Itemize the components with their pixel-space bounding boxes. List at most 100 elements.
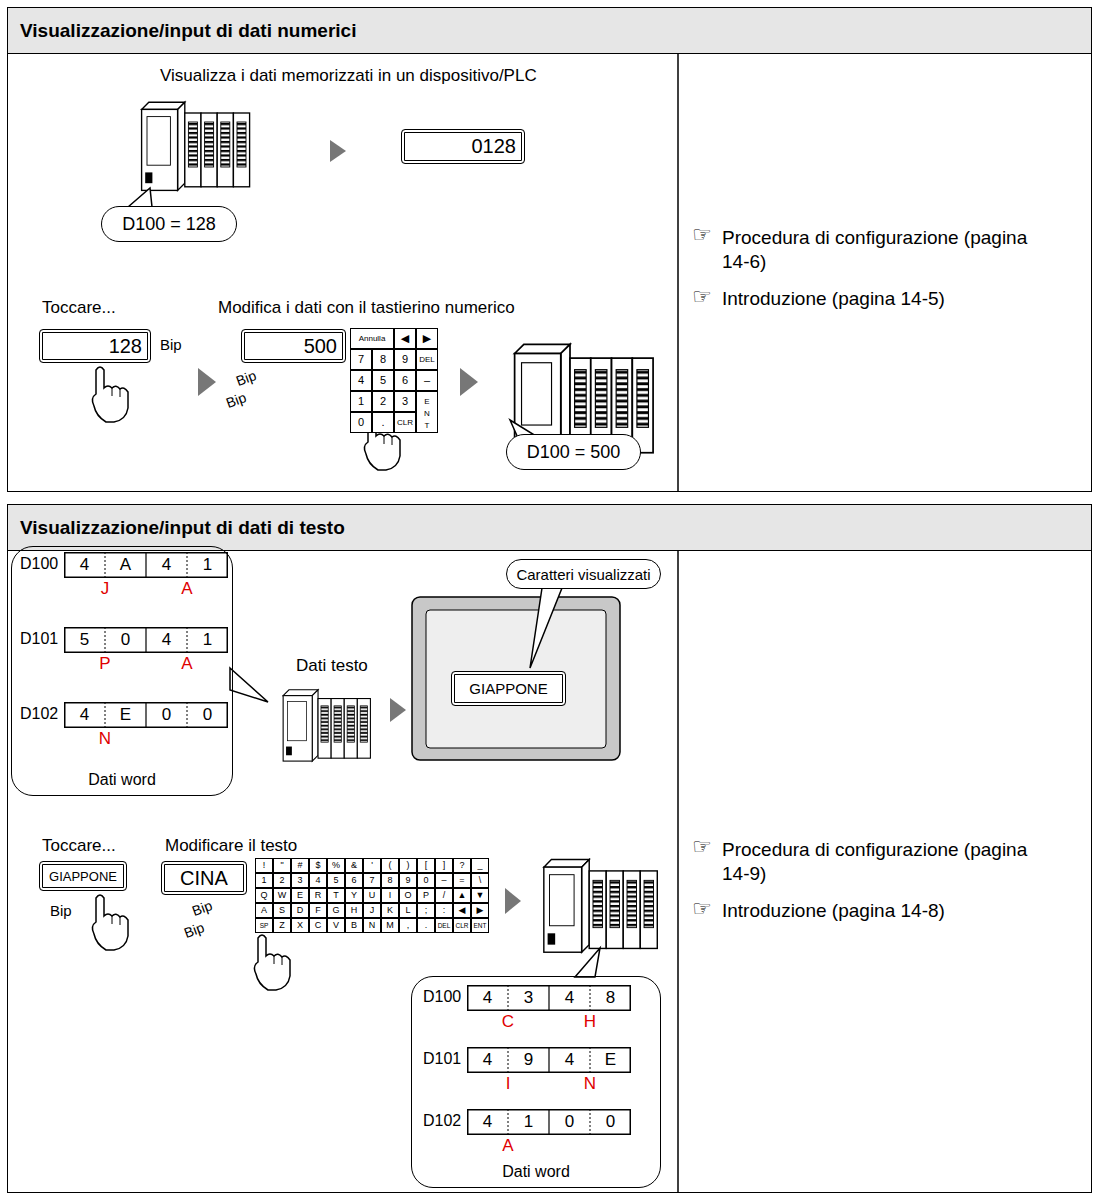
register-digit: 4: [467, 1047, 508, 1073]
keyboard-key: 6: [345, 873, 363, 888]
register-digit: 4: [64, 552, 105, 578]
beep-label: Bip: [224, 389, 248, 411]
reference-icon: ☞: [692, 834, 712, 860]
reference-link: Procedura di configurazione (pagina 14-6…: [722, 226, 1052, 274]
keyboard-key: X: [291, 918, 309, 933]
ascii-letter: A: [167, 654, 207, 674]
register-digit: 4: [146, 552, 187, 578]
keyboard-key: L: [399, 903, 417, 918]
keyboard-key: 5: [327, 873, 345, 888]
keyboard-key: %: [327, 858, 345, 873]
node-text: 500: [304, 335, 337, 358]
data-display-box: 0128: [401, 129, 525, 164]
keyboard-key: E: [291, 888, 309, 903]
beep-label: Bip: [234, 367, 258, 389]
keyboard-key: F: [309, 903, 327, 918]
register-name: D100: [20, 555, 58, 573]
keyboard-key: ▲: [453, 888, 471, 903]
register-digit: 4: [549, 1047, 590, 1073]
keyboard-key: SP: [255, 918, 273, 933]
keypad-key: ENT: [416, 391, 438, 433]
node-text: D100 = 128: [122, 214, 216, 235]
keyboard-key: ): [399, 858, 417, 873]
register-name: D102: [423, 1112, 461, 1130]
panel-heading: Visualizzazione/input di dati numerici: [8, 8, 1091, 54]
keyboard-key: (: [381, 858, 399, 873]
beep-label: Bip: [190, 897, 214, 919]
text-label: Modificare il testo: [165, 836, 297, 856]
data-display-box: 128: [39, 329, 151, 363]
ascii-letter: A: [488, 1136, 528, 1156]
keyboard-key: _: [471, 858, 489, 873]
register-digit: 4: [146, 627, 187, 653]
keyboard-key: $: [309, 858, 327, 873]
keyboard-key: S: [273, 903, 291, 918]
node-text: 0128: [472, 135, 517, 158]
keyboard-key: A: [255, 903, 273, 918]
register-name: D101: [423, 1050, 461, 1068]
keyboard-key: ▶: [471, 903, 489, 918]
keyboard-key: J: [363, 903, 381, 918]
keyboard-key: V: [327, 918, 345, 933]
keyboard-key: T: [327, 888, 345, 903]
keyboard-key: ;: [417, 903, 435, 918]
keyboard-key: H: [345, 903, 363, 918]
keypad-key: 5: [372, 370, 394, 391]
keyboard-key: ]: [435, 858, 453, 873]
keyboard-key: 1: [255, 873, 273, 888]
ascii-letter: J: [85, 579, 125, 599]
keyboard-key: /: [435, 888, 453, 903]
keypad-key: 3: [394, 391, 416, 412]
register-digit: 4: [467, 1109, 508, 1135]
register-digit: 1: [187, 552, 228, 578]
beep-label: Bip: [160, 336, 182, 353]
text-label: Toccare...: [42, 836, 116, 856]
keypad-key: ▶: [416, 328, 438, 349]
reference-link: Introduzione (pagina 14-8): [722, 900, 945, 922]
reference-icon: ☞: [692, 222, 712, 248]
panel-heading: Visualizzazione/input di dati di testo: [8, 505, 1091, 551]
keypad-key: 7: [350, 349, 372, 370]
keyboard-key: W: [273, 888, 291, 903]
keyboard-key: 9: [399, 873, 417, 888]
node-text: 128: [109, 335, 142, 358]
register-digit: 4: [549, 985, 590, 1011]
keypad-key: .: [372, 412, 394, 433]
keypad-key: –: [416, 370, 438, 391]
keyboard-key: K: [381, 903, 399, 918]
reference-icon: ☞: [692, 896, 712, 922]
keyboard-key: –: [435, 873, 453, 888]
keypad-key: 6: [394, 370, 416, 391]
register-digit: 4: [64, 702, 105, 728]
keyboard-key: 7: [363, 873, 381, 888]
keyboard-key: ?: [453, 858, 471, 873]
text-label: Toccare...: [42, 298, 116, 318]
node-text: CINA: [180, 867, 228, 890]
register-digit: A: [105, 552, 146, 578]
register-digit: 4: [467, 985, 508, 1011]
keyboard-key: ": [273, 858, 291, 873]
register-digit: E: [590, 1047, 631, 1073]
keyboard-key: D: [291, 903, 309, 918]
callout-bubble: Caratteri visualizzati: [506, 559, 661, 589]
keyboard-key: &: [345, 858, 363, 873]
keyboard-key: :: [435, 903, 453, 918]
ascii-letter: N: [85, 729, 125, 749]
keyboard-key: I: [381, 888, 399, 903]
beep-label: Bip: [182, 919, 206, 941]
register-digit: 1: [187, 627, 228, 653]
register-digit: 8: [590, 985, 631, 1011]
keypad-key: 4: [350, 370, 372, 391]
keyboard-key: P: [417, 888, 435, 903]
keypad-key: Annulla: [350, 328, 394, 349]
keyboard-key: #: [291, 858, 309, 873]
register-digit: 0: [105, 627, 146, 653]
text-label: Visualizza i dati memorizzati in un disp…: [160, 66, 537, 86]
reference-icon: ☞: [692, 284, 712, 310]
register-name: D102: [20, 705, 58, 723]
register-digit: 0: [146, 702, 187, 728]
node-text: GIAPPONE: [49, 869, 117, 884]
register-digit: 0: [590, 1109, 631, 1135]
keyboard-key: B: [345, 918, 363, 933]
keyboard-key: [: [417, 858, 435, 873]
